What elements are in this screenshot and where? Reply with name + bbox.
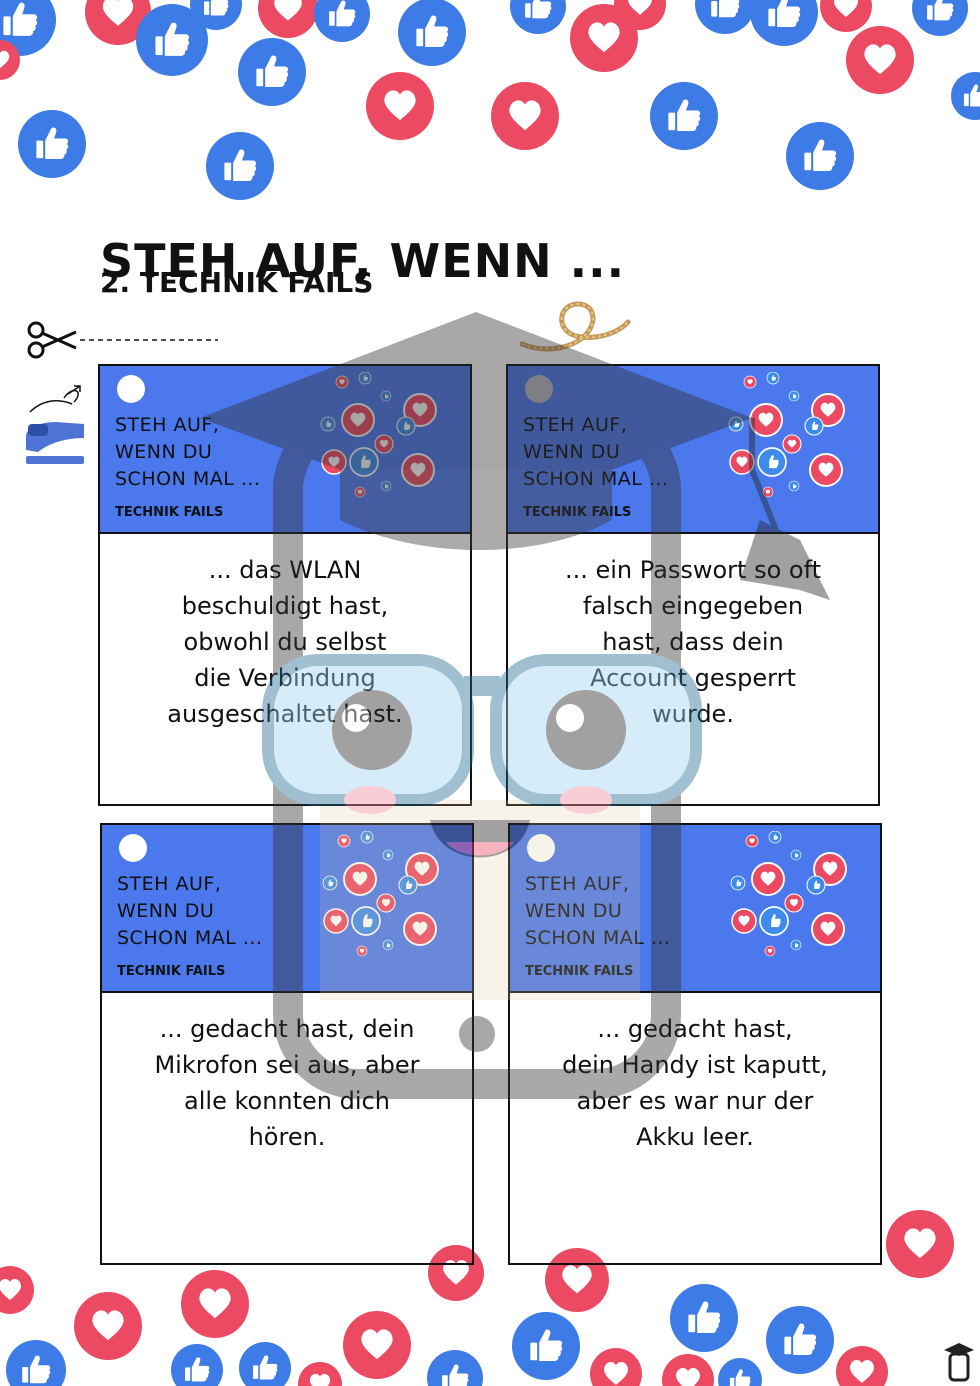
heart-icon <box>343 862 377 896</box>
graduation-cap-icon <box>944 1343 974 1382</box>
heart-icon <box>745 834 759 848</box>
heart-icon <box>743 375 757 389</box>
card-3: STEH AUF, WENN DU SCHON MAL ... TECHNIK … <box>100 823 474 1265</box>
thumbs-up-icon <box>728 416 744 432</box>
thumbs-up-icon <box>757 447 787 477</box>
thumbs-up-icon <box>788 390 800 402</box>
stapler-icon <box>26 385 84 464</box>
thumbs-up-icon <box>360 830 374 844</box>
heart-icon <box>403 393 437 427</box>
heart-icon <box>811 393 845 427</box>
heart-icon <box>337 834 351 848</box>
card-header: STEH AUF, WENN DU SCHON MAL ... TECHNIK … <box>100 366 470 534</box>
heart-icon <box>335 375 349 389</box>
thumbs-up-icon <box>382 849 394 861</box>
card-statement: ... ein Passwort so oft falsch eingegebe… <box>564 556 822 728</box>
card-1: STEH AUF, WENN DU SCHON MAL ... TECHNIK … <box>98 364 472 806</box>
heart-icon <box>811 912 845 946</box>
thumbs-up-icon <box>790 939 802 951</box>
heart-icon <box>751 862 785 896</box>
reaction-cluster-icon <box>322 830 462 961</box>
thumbs-up-icon <box>768 830 782 844</box>
rope-icon <box>519 301 631 352</box>
card-category: TECHNIK FAILS <box>523 505 632 520</box>
reaction-cluster-icon <box>730 830 870 961</box>
heart-icon <box>341 403 375 437</box>
heart-icon <box>762 486 774 498</box>
thumbs-up-icon <box>790 849 802 861</box>
page-subtitle: 2. TECHNIK FAILS <box>100 266 374 299</box>
thumbs-up-icon <box>398 875 418 895</box>
heart-icon <box>354 486 366 498</box>
card-category: TECHNIK FAILS <box>525 964 634 979</box>
card-hole <box>525 375 553 403</box>
thumbs-up-icon <box>382 939 394 951</box>
thumbs-up-icon <box>380 390 392 402</box>
heart-icon <box>764 945 776 957</box>
heart-icon <box>403 912 437 946</box>
card-hole <box>119 834 147 862</box>
card-prompt: STEH AUF, WENN DU SCHON MAL ... <box>525 873 671 949</box>
thumbs-up-icon <box>788 480 800 492</box>
heart-icon <box>401 453 435 487</box>
thumbs-up-icon <box>759 906 789 936</box>
heart-icon <box>731 908 757 934</box>
card-2: STEH AUF, WENN DU SCHON MAL ... TECHNIK … <box>506 364 880 806</box>
reaction-cluster-icon <box>320 371 460 502</box>
card-hole <box>527 834 555 862</box>
heart-icon <box>356 945 368 957</box>
thumbs-up-icon <box>351 906 381 936</box>
thumbs-up-icon <box>358 371 372 385</box>
card-header: STEH AUF, WENN DU SCHON MAL ... TECHNIK … <box>510 825 880 993</box>
card-category: TECHNIK FAILS <box>115 505 224 520</box>
thumbs-up-icon <box>806 875 826 895</box>
card-statement: ... gedacht hast, dein Handy ist kaputt,… <box>562 1015 828 1151</box>
heart-icon <box>809 453 843 487</box>
thumbs-up-icon <box>349 447 379 477</box>
reaction-cluster-icon <box>728 371 868 502</box>
heart-icon <box>376 893 396 913</box>
heart-icon <box>813 852 847 886</box>
card-prompt: STEH AUF, WENN DU SCHON MAL ... <box>115 414 261 490</box>
card-prompt: STEH AUF, WENN DU SCHON MAL ... <box>523 414 669 490</box>
card-header: STEH AUF, WENN DU SCHON MAL ... TECHNIK … <box>508 366 878 534</box>
heart-icon <box>749 403 783 437</box>
heart-icon <box>321 449 347 475</box>
card-hole <box>117 375 145 403</box>
thumbs-up-icon <box>804 416 824 436</box>
heart-icon <box>405 852 439 886</box>
heart-icon <box>323 908 349 934</box>
page-title: STEH AUF, WENN ... <box>100 233 626 288</box>
heart-icon <box>784 893 804 913</box>
scissors-icon <box>27 321 218 359</box>
thumbs-up-icon <box>766 371 780 385</box>
card-header: STEH AUF, WENN DU SCHON MAL ... TECHNIK … <box>102 825 472 993</box>
card-prompt: STEH AUF, WENN DU SCHON MAL ... <box>117 873 263 949</box>
thumbs-up-icon <box>396 416 416 436</box>
card-4: STEH AUF, WENN DU SCHON MAL ... TECHNIK … <box>508 823 882 1265</box>
thumbs-up-icon <box>322 875 338 891</box>
heart-icon <box>729 449 755 475</box>
thumbs-up-icon <box>320 416 336 432</box>
card-category: TECHNIK FAILS <box>117 964 226 979</box>
thumbs-up-icon <box>730 875 746 891</box>
thumbs-up-icon <box>380 480 392 492</box>
card-statement: ... gedacht hast, dein Mikrofon sei aus,… <box>154 1015 420 1151</box>
heart-icon <box>374 434 394 454</box>
card-statement: ... das WLAN beschuldigt hast, obwohl du… <box>167 556 403 728</box>
heart-icon <box>782 434 802 454</box>
